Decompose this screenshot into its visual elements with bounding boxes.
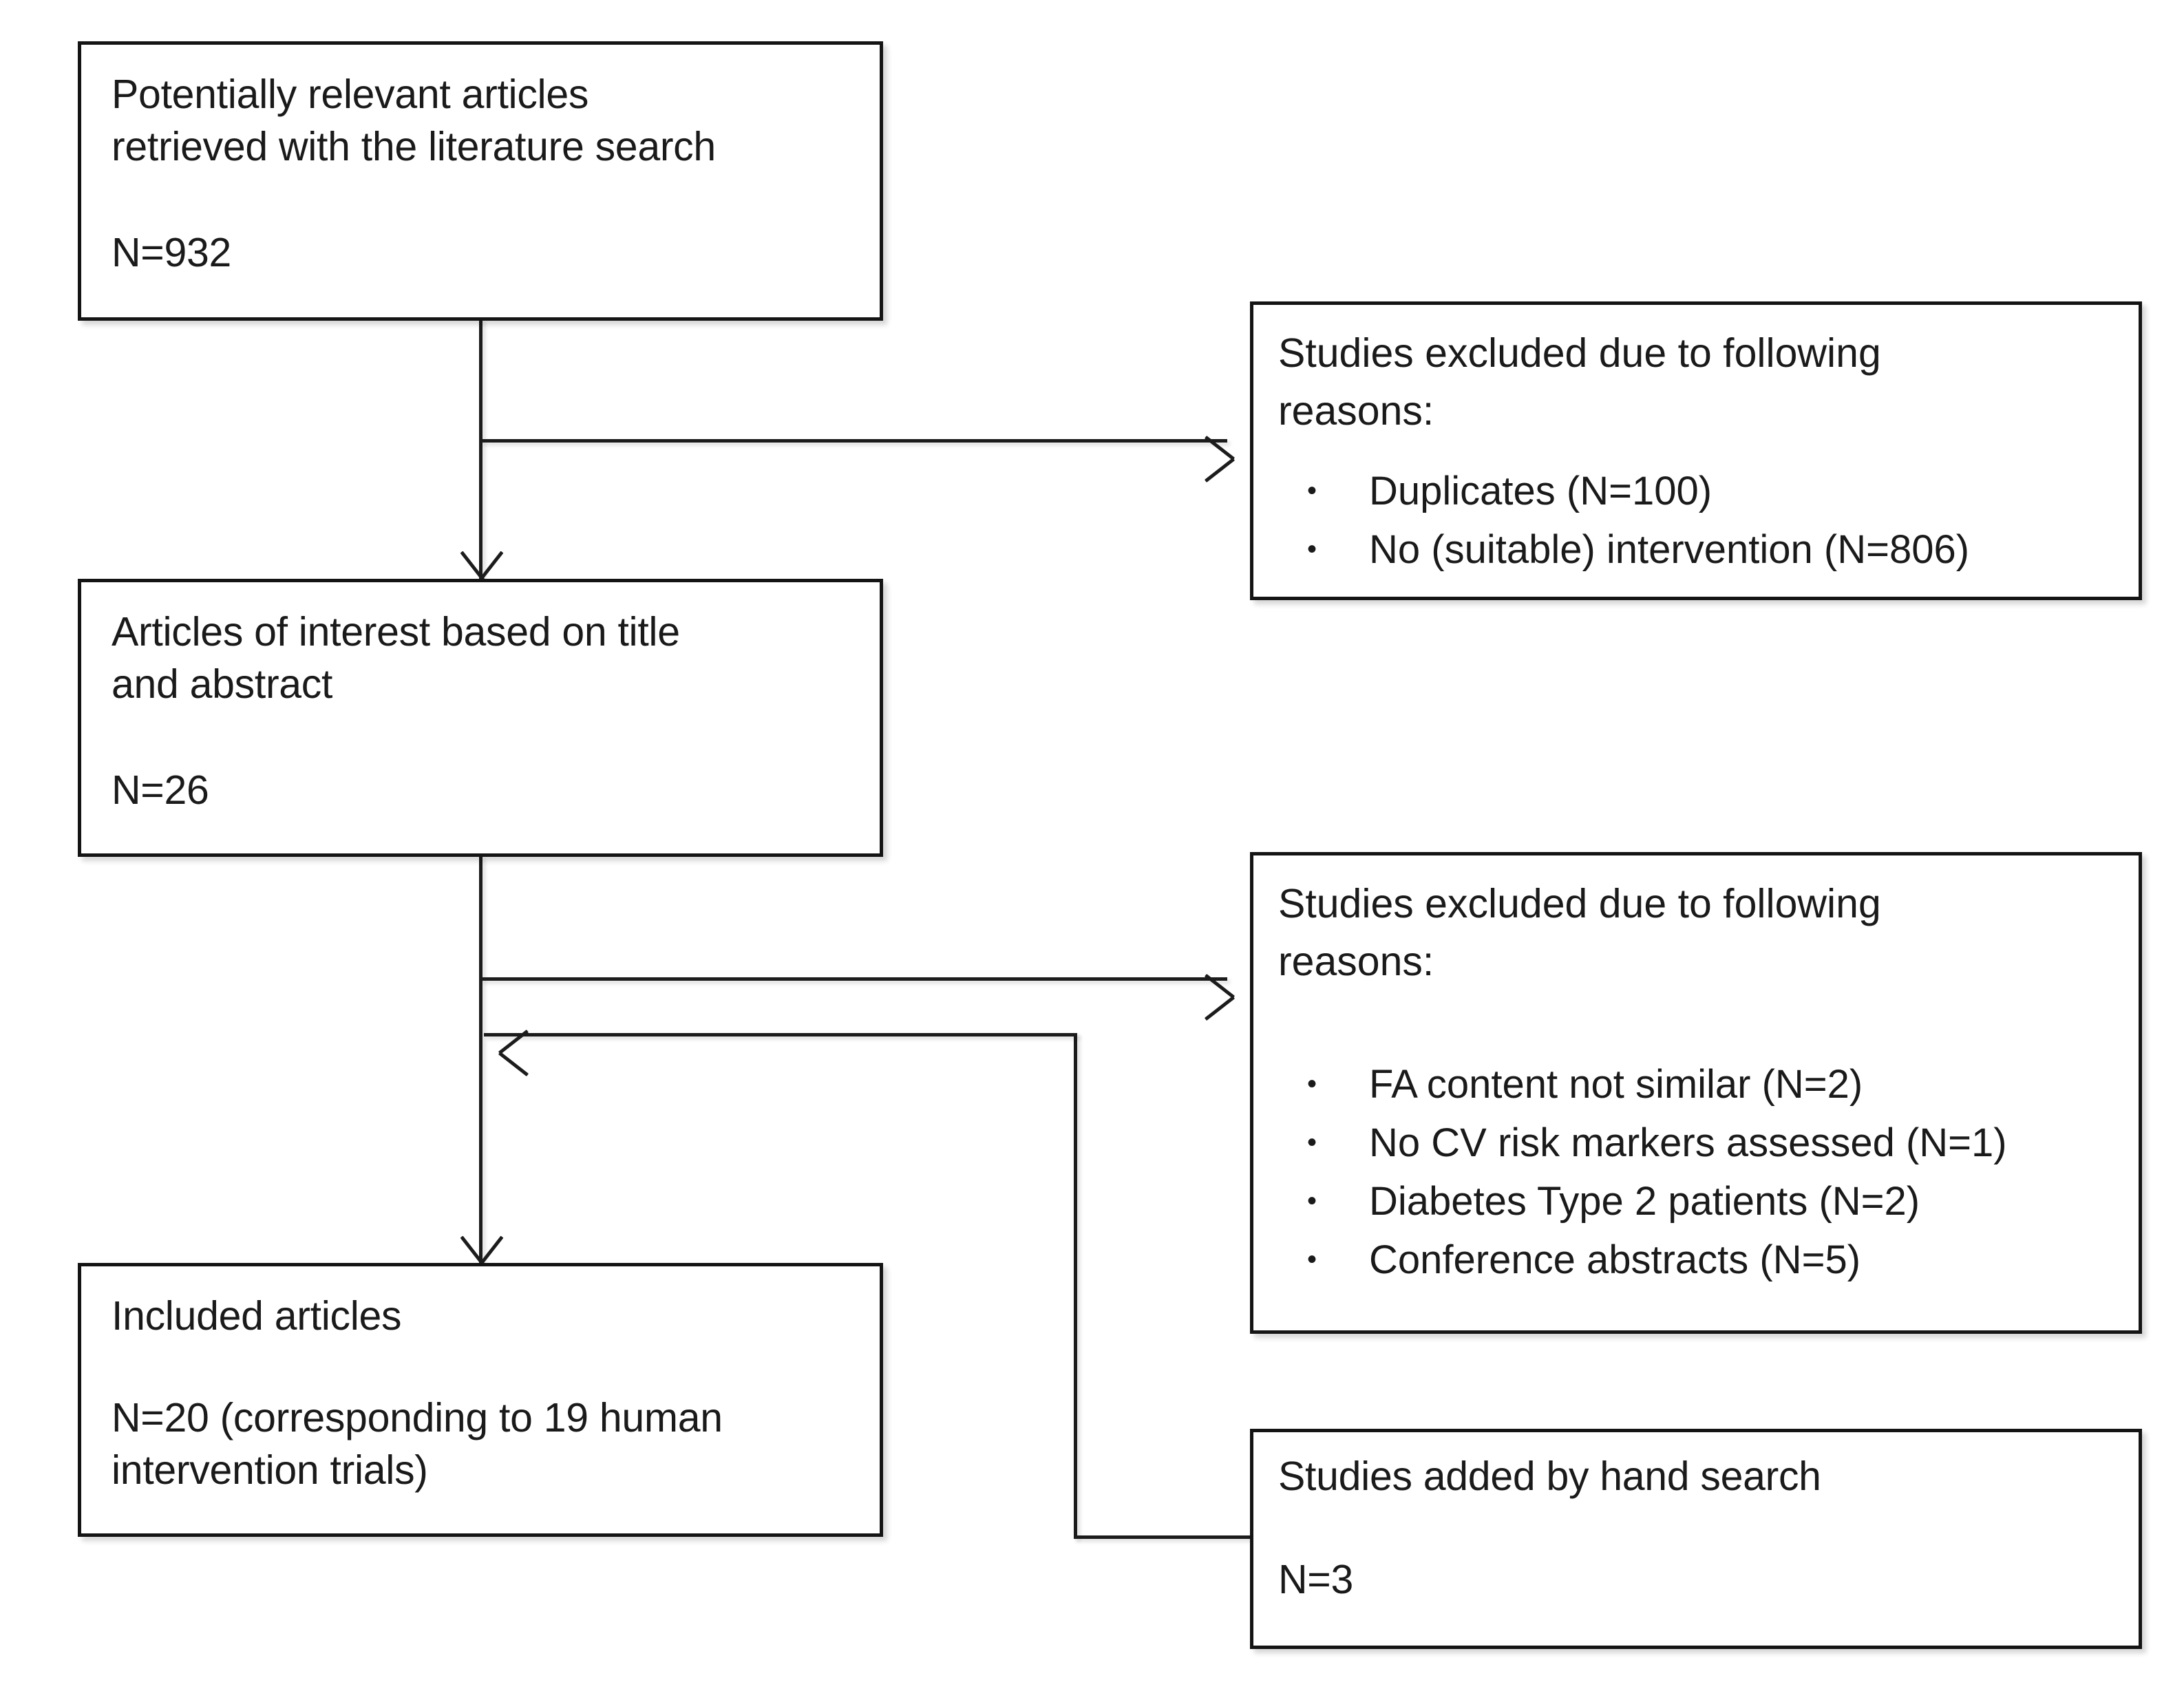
connector-interest-to-excluded-2: [480, 977, 1227, 981]
list-item: • Diabetes Type 2 patients (N=2): [1281, 1172, 2129, 1231]
box-studies-added-by-hand-search: Studies added by hand search N=3: [1250, 1429, 2142, 1649]
list-item-label: No CV risk markers assessed (N=1): [1369, 1120, 2007, 1165]
bullet-icon: •: [1307, 1244, 1317, 1275]
list-item-label: No (suitable) intervention (N=806): [1369, 527, 1970, 572]
box-hand-search-count: N=3: [1278, 1557, 1353, 1602]
box-studies-excluded-first-stage: Studies excluded due to following reason…: [1250, 301, 2142, 600]
bullet-icon: •: [1307, 1127, 1317, 1158]
bullet-icon: •: [1307, 534, 1317, 564]
box-excluded-1-heading: Studies excluded due to following reason…: [1278, 330, 1881, 434]
list-item-label: Conference abstracts (N=5): [1369, 1237, 1861, 1282]
connector-hand-search-base: [1074, 1535, 1251, 1539]
box-included-heading: Included articles: [112, 1293, 402, 1339]
connector-hand-search-to-included: [484, 1033, 1077, 1036]
box-potentially-relevant-articles: Potentially relevant articles retrieved …: [78, 41, 883, 321]
box-retrieved-heading: Potentially relevant articles retrieved …: [112, 72, 716, 169]
box-retrieved-count: N=932: [112, 230, 232, 275]
connector-retrieved-to-excluded-1: [480, 439, 1227, 443]
list-item: • Conference abstracts (N=5): [1281, 1231, 2129, 1289]
box-hand-search-heading: Studies added by hand search: [1278, 1454, 1821, 1499]
connector-interest-to-included: [479, 855, 483, 1264]
box-included-articles: Included articles N=20 (corresponding to…: [78, 1263, 883, 1537]
list-item-label: FA content not similar (N=2): [1369, 1062, 1863, 1107]
bullet-icon: •: [1307, 476, 1317, 506]
connector-hand-search-riser: [1074, 1033, 1077, 1538]
bullet-icon: •: [1307, 1186, 1317, 1216]
box-interest-count: N=26: [112, 767, 209, 813]
box-included-count: N=20 (corresponding to 19 human interven…: [112, 1395, 723, 1493]
bullet-icon: •: [1307, 1069, 1317, 1099]
list-item: • Duplicates (N=100): [1281, 462, 2129, 520]
box-articles-of-interest: Articles of interest based on title and …: [78, 579, 883, 857]
list-item: • No (suitable) intervention (N=806): [1281, 520, 2129, 579]
list-item-label: Diabetes Type 2 patients (N=2): [1369, 1179, 1920, 1224]
list-item: • No CV risk markers assessed (N=1): [1281, 1114, 2129, 1172]
list-item-label: Duplicates (N=100): [1369, 469, 1713, 513]
connector-retrieved-to-interest: [479, 319, 483, 579]
excluded-1-reason-list: • Duplicates (N=100) • No (suitable) interv…: [1281, 462, 2129, 579]
list-item: • FA content not similar (N=2): [1281, 1055, 2129, 1114]
excluded-2-reason-list: • FA content not similar (N=2) • No CV risk…: [1281, 1055, 2129, 1289]
box-studies-excluded-second-stage: Studies excluded due to following reason…: [1250, 852, 2142, 1334]
box-excluded-2-heading: Studies excluded due to following reason…: [1278, 881, 1881, 984]
box-interest-heading: Articles of interest based on title and …: [112, 609, 680, 707]
